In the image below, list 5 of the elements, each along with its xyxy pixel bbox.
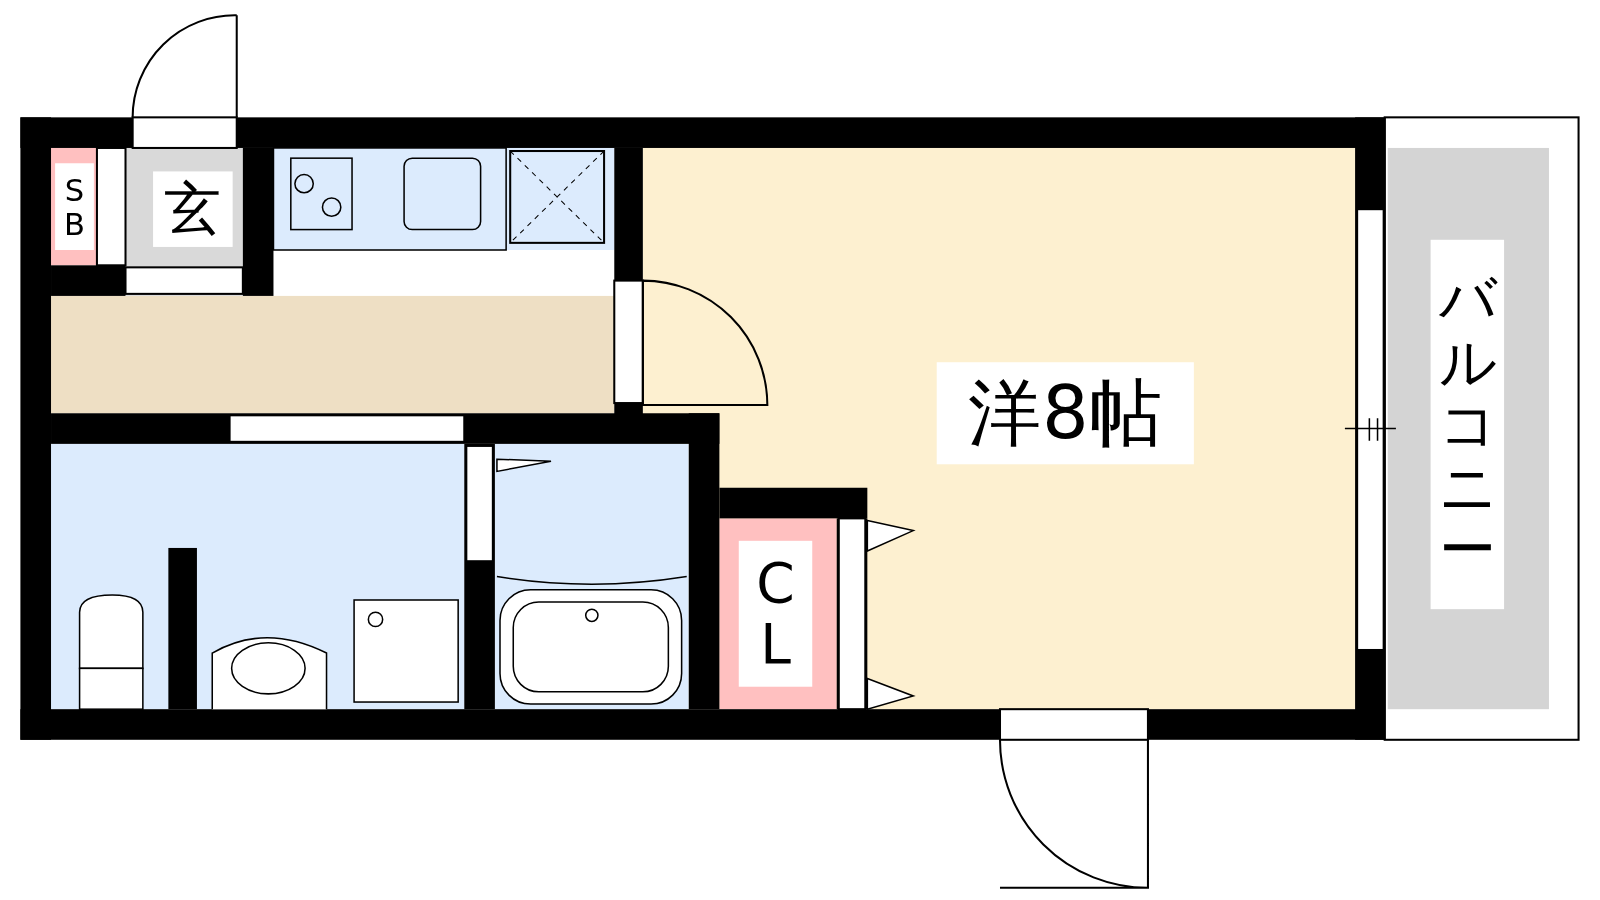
room-label: 洋8帖: [936, 362, 1194, 465]
room-label: CL: [738, 540, 813, 687]
room-label: SB: [55, 163, 94, 250]
room-label: 玄: [153, 171, 233, 247]
room-label: バルコニー: [1430, 239, 1505, 610]
